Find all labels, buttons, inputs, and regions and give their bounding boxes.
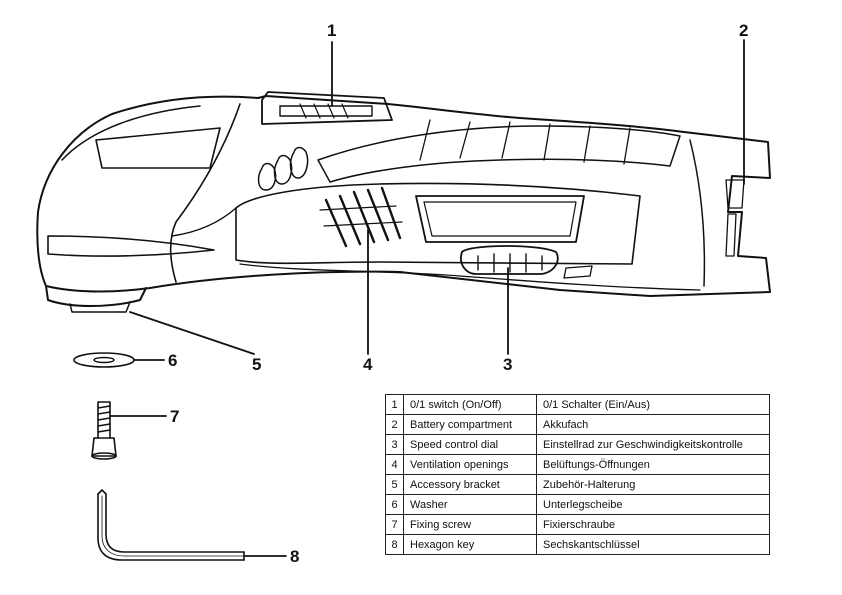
legend-german: Sechskantschlüssel	[536, 534, 770, 555]
legend-english: 0/1 switch (On/Off)	[403, 394, 537, 415]
hexagon-key-drawing-icon	[97, 489, 245, 561]
legend-row: 4 Ventilation openings Belüftungs-Öffnun…	[385, 454, 770, 475]
legend-number: 1	[385, 394, 404, 415]
callout-7: 7	[170, 407, 180, 426]
legend-german: Unterlegscheibe	[536, 494, 770, 515]
legend-row: 7 Fixing screw Fixierschraube	[385, 514, 770, 535]
legend-english: Fixing screw	[403, 514, 537, 535]
legend-german: 0/1 Schalter (Ein/Aus)	[536, 394, 770, 415]
legend-row: 1 0/1 switch (On/Off) 0/1 Schalter (Ein/…	[385, 394, 770, 415]
legend-german: Akkufach	[536, 414, 770, 435]
legend-english: Speed control dial	[403, 434, 537, 455]
legend-number: 2	[385, 414, 404, 435]
callout-1: 1	[327, 21, 337, 40]
legend-row: 6 Washer Unterlegscheibe	[385, 494, 770, 515]
leader-lines	[109, 39, 745, 557]
legend-row: 2 Battery compartment Akkufach	[385, 414, 770, 435]
legend-number: 5	[385, 474, 404, 495]
legend-german: Zubehör-Halterung	[536, 474, 770, 495]
legend-english: Hexagon key	[403, 534, 537, 555]
legend-english: Battery compartment	[403, 414, 537, 435]
legend-german: Belüftungs-Öffnungen	[536, 454, 770, 475]
callout-3: 3	[503, 355, 513, 374]
legend-number: 6	[385, 494, 404, 515]
legend-row: 5 Accessory bracket Zubehör-Halterung	[385, 474, 770, 495]
legend-row: 8 Hexagon key Sechskantschlüssel	[385, 534, 770, 555]
legend-english: Accessory bracket	[403, 474, 537, 495]
callout-5: 5	[252, 355, 262, 374]
callout-4: 4	[363, 355, 373, 374]
legend-english: Ventilation openings	[403, 454, 537, 475]
callout-8: 8	[290, 547, 300, 566]
multi-tool-drawing-icon	[36, 91, 771, 313]
callout-2: 2	[739, 21, 749, 40]
legend-table: 1 0/1 switch (On/Off) 0/1 Schalter (Ein/…	[385, 394, 770, 555]
legend-row: 3 Speed control dial Einstellrad zur Ges…	[385, 434, 770, 455]
legend-number: 8	[385, 534, 404, 555]
legend-number: 3	[385, 434, 404, 455]
callout-6: 6	[168, 351, 178, 370]
legend-german: Einstellrad zur Geschwindigkeitskontroll…	[536, 434, 770, 455]
legend-english: Washer	[403, 494, 537, 515]
washer-drawing-icon	[73, 352, 135, 368]
legend-german: Fixierschraube	[536, 514, 770, 535]
legend-number: 4	[385, 454, 404, 475]
fixing-screw-drawing-icon	[91, 401, 117, 460]
legend-number: 7	[385, 514, 404, 535]
